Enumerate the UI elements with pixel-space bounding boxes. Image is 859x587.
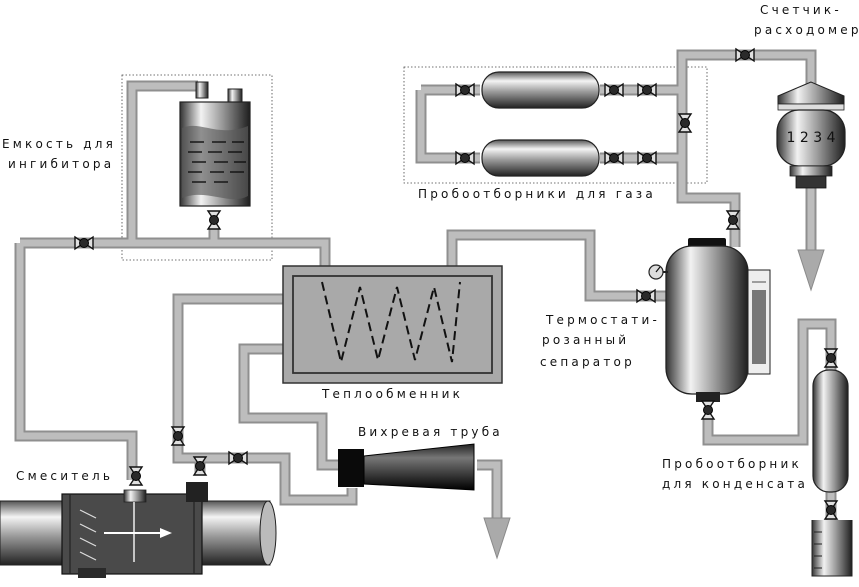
- inhibitor-label-line1: Емкость для: [2, 137, 117, 151]
- condensate-label-line1: Пробоотборник: [662, 457, 802, 471]
- valve-icon: [677, 113, 693, 133]
- vortex-tube-label: Вихревая труба: [358, 425, 503, 439]
- valve-icon: [700, 400, 716, 420]
- valve-icon: [74, 235, 94, 251]
- valve-icon: [604, 150, 624, 166]
- flow-meter: [776, 81, 846, 189]
- separator-label-line1: Термостати-: [546, 313, 660, 327]
- vortex-tube: [338, 443, 475, 491]
- meter-label-line1: Счетчик-: [760, 3, 842, 17]
- thermostatic-separator: [648, 238, 771, 402]
- gas-sampler-cylinder-top: [481, 71, 600, 109]
- valve-icon: [637, 82, 657, 98]
- heat-exchanger: [282, 265, 503, 384]
- condensate-label-line2: для конденсата: [662, 477, 809, 491]
- valve-icon: [192, 456, 208, 476]
- condensate-sampler: [811, 369, 853, 577]
- valve-icon: [455, 150, 475, 166]
- mixer-label: Смеситель: [16, 469, 114, 483]
- valve-icon: [735, 47, 755, 63]
- separator-label-line3: сепаратор: [540, 355, 635, 369]
- down-arrow-icon: [483, 517, 511, 560]
- valve-icon: [823, 500, 839, 520]
- valves: [74, 47, 839, 520]
- separator-label-line2: розанный: [542, 333, 630, 347]
- inhibitor-tank: [179, 81, 251, 207]
- heat-exchanger-label: Теплообменник: [322, 387, 464, 401]
- valve-icon: [636, 288, 656, 304]
- valve-icon: [725, 210, 741, 230]
- valve-icon: [228, 450, 248, 466]
- valve-icon: [823, 348, 839, 368]
- valve-icon: [604, 82, 624, 98]
- inhibitor-frame: [121, 74, 273, 261]
- gas-samplers-frame: [403, 66, 708, 184]
- meter-label-line2: расходомер: [754, 23, 859, 37]
- valve-icon: [637, 150, 657, 166]
- down-arrow-icon: [797, 249, 825, 292]
- gas-sampler-cylinder-bottom: [481, 139, 600, 177]
- valve-icon: [455, 82, 475, 98]
- valve-icon: [170, 426, 186, 446]
- valve-icon: [128, 466, 144, 486]
- mixer: [0, 482, 277, 578]
- meter-digits: 1 2 3 4: [787, 130, 836, 146]
- gas-samplers-label: Пробоотборники для газа: [418, 187, 656, 201]
- valve-icon: [206, 210, 222, 230]
- inhibitor-label-line2: ингибитора: [8, 157, 115, 171]
